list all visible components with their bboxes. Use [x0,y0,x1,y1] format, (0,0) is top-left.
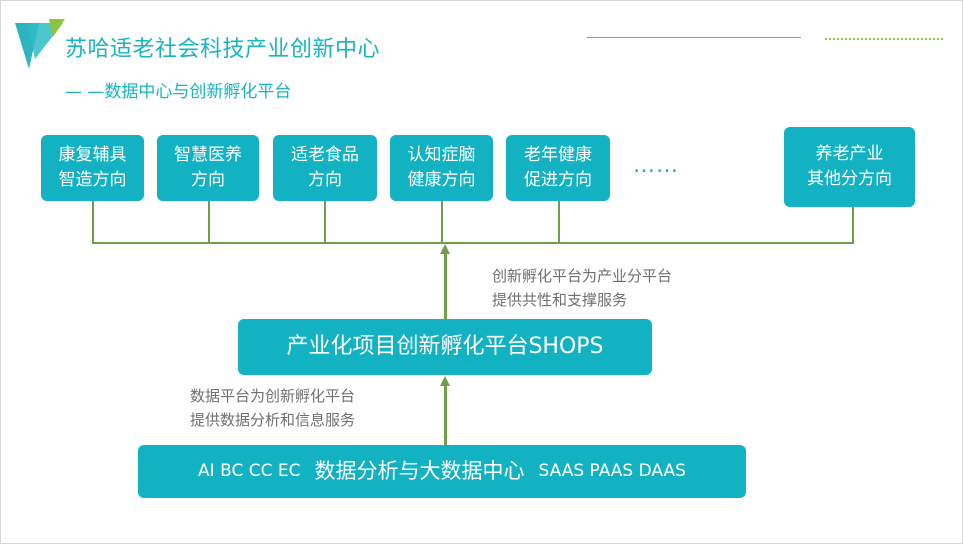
shops-platform-box: 产业化项目创新孵化平台SHOPS [238,319,652,375]
direction-box-smart-care: 智慧医养 方向 [157,135,259,201]
lower-caption: 数据平台为创新孵化平台 提供数据分析和信息服务 [190,387,356,429]
upper-caption: 创新孵化平台为产业分平台 提供共性和支撑服务 [492,267,673,309]
connector-line [92,201,94,243]
decorative-line [587,37,801,38]
arrow-shaft-lower [444,385,447,445]
ellipsis: …… [633,153,679,178]
connector-line [558,201,560,243]
connector-line [324,201,326,243]
page-subtitle: — —数据中心与创新孵化平台 [65,82,292,102]
arrow-up-icon [440,376,450,386]
connector-line [852,207,854,243]
data-center-box: AI BC CC EC 数据分析与大数据中心 SAAS PAAS DAAS [138,445,746,498]
arrow-shaft-upper [444,253,447,319]
connector-line [441,201,443,243]
direction-box-health-promotion: 老年健康 促进方向 [506,135,610,201]
data-center-right-label: SAAS PAAS DAAS [538,461,686,482]
data-center-main-label: 数据分析与大数据中心 [314,459,525,484]
direction-box-other: 养老产业 其他分方向 [784,127,915,207]
page-title: 苏哈适老社会科技产业创新中心 [65,37,381,62]
connector-line [208,201,210,243]
data-center-left-label: AI BC CC EC [198,461,301,482]
horizontal-bus-line [92,242,854,244]
logo-icon [15,19,65,69]
direction-box-brain-health: 认知症脑 健康方向 [390,135,493,201]
decorative-dotted-line [825,38,943,40]
direction-box-food: 适老食品 方向 [273,135,377,201]
arrow-up-icon [440,244,450,254]
direction-box-rehab: 康复辅具 智造方向 [41,135,144,201]
